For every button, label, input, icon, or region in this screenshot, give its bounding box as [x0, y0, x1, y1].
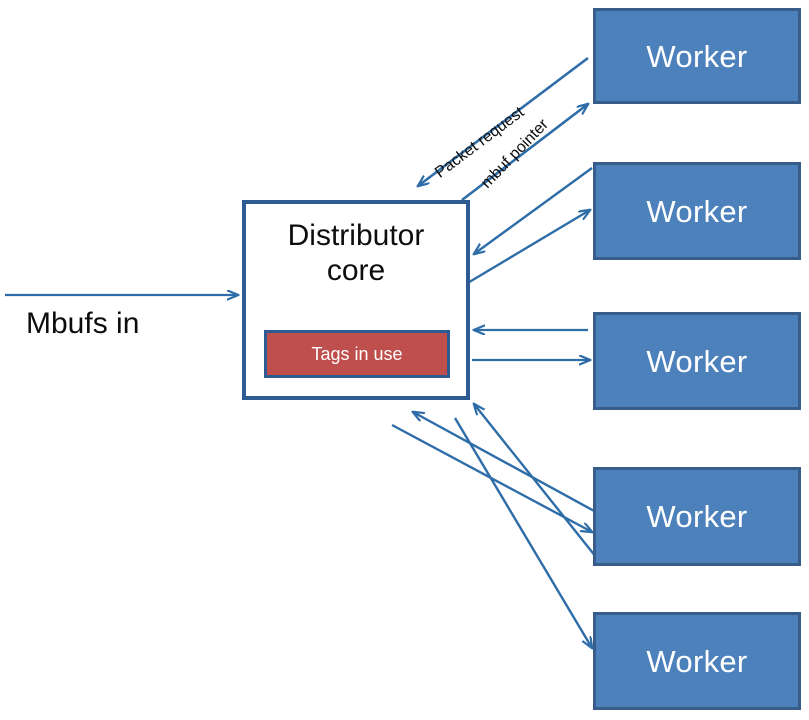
- distributor-core-title: Distributor core: [246, 218, 466, 289]
- distributor-title-line1: Distributor: [287, 219, 425, 252]
- arrow-packet-request: [418, 56, 589, 186]
- mbufs-in-label: Mbufs in: [26, 307, 140, 340]
- arrow-worker2-to-distributor: [474, 167, 593, 254]
- arrow-mbuf-pointer: [461, 104, 588, 202]
- worker-label-1: Worker: [646, 38, 748, 74]
- arrow-distributor-to-worker2: [465, 210, 590, 286]
- worker-box-1[interactable]: Worker: [593, 8, 801, 104]
- worker-box-4[interactable]: Worker: [593, 467, 801, 566]
- worker-label-2: Worker: [646, 193, 748, 229]
- worker-box-2[interactable]: Worker: [593, 162, 801, 260]
- arrow-worker5-to-distributor: [474, 404, 601, 563]
- distributor-core-box[interactable]: Distributor core Tags in use: [242, 200, 470, 400]
- worker-label-5: Worker: [646, 643, 748, 679]
- distributor-title-line2: core: [326, 254, 386, 288]
- tags-in-use-box[interactable]: Tags in use: [264, 330, 450, 378]
- worker-label-4: Worker: [646, 499, 748, 534]
- arrow-worker4-to-distributor: [413, 412, 597, 514]
- worker-box-3[interactable]: Worker: [593, 312, 801, 410]
- worker-label-3: Worker: [646, 343, 748, 379]
- tags-in-use-label: Tags in use: [311, 344, 403, 364]
- arrow-distributor-to-worker5: [453, 417, 592, 648]
- worker-box-5[interactable]: Worker: [593, 612, 801, 710]
